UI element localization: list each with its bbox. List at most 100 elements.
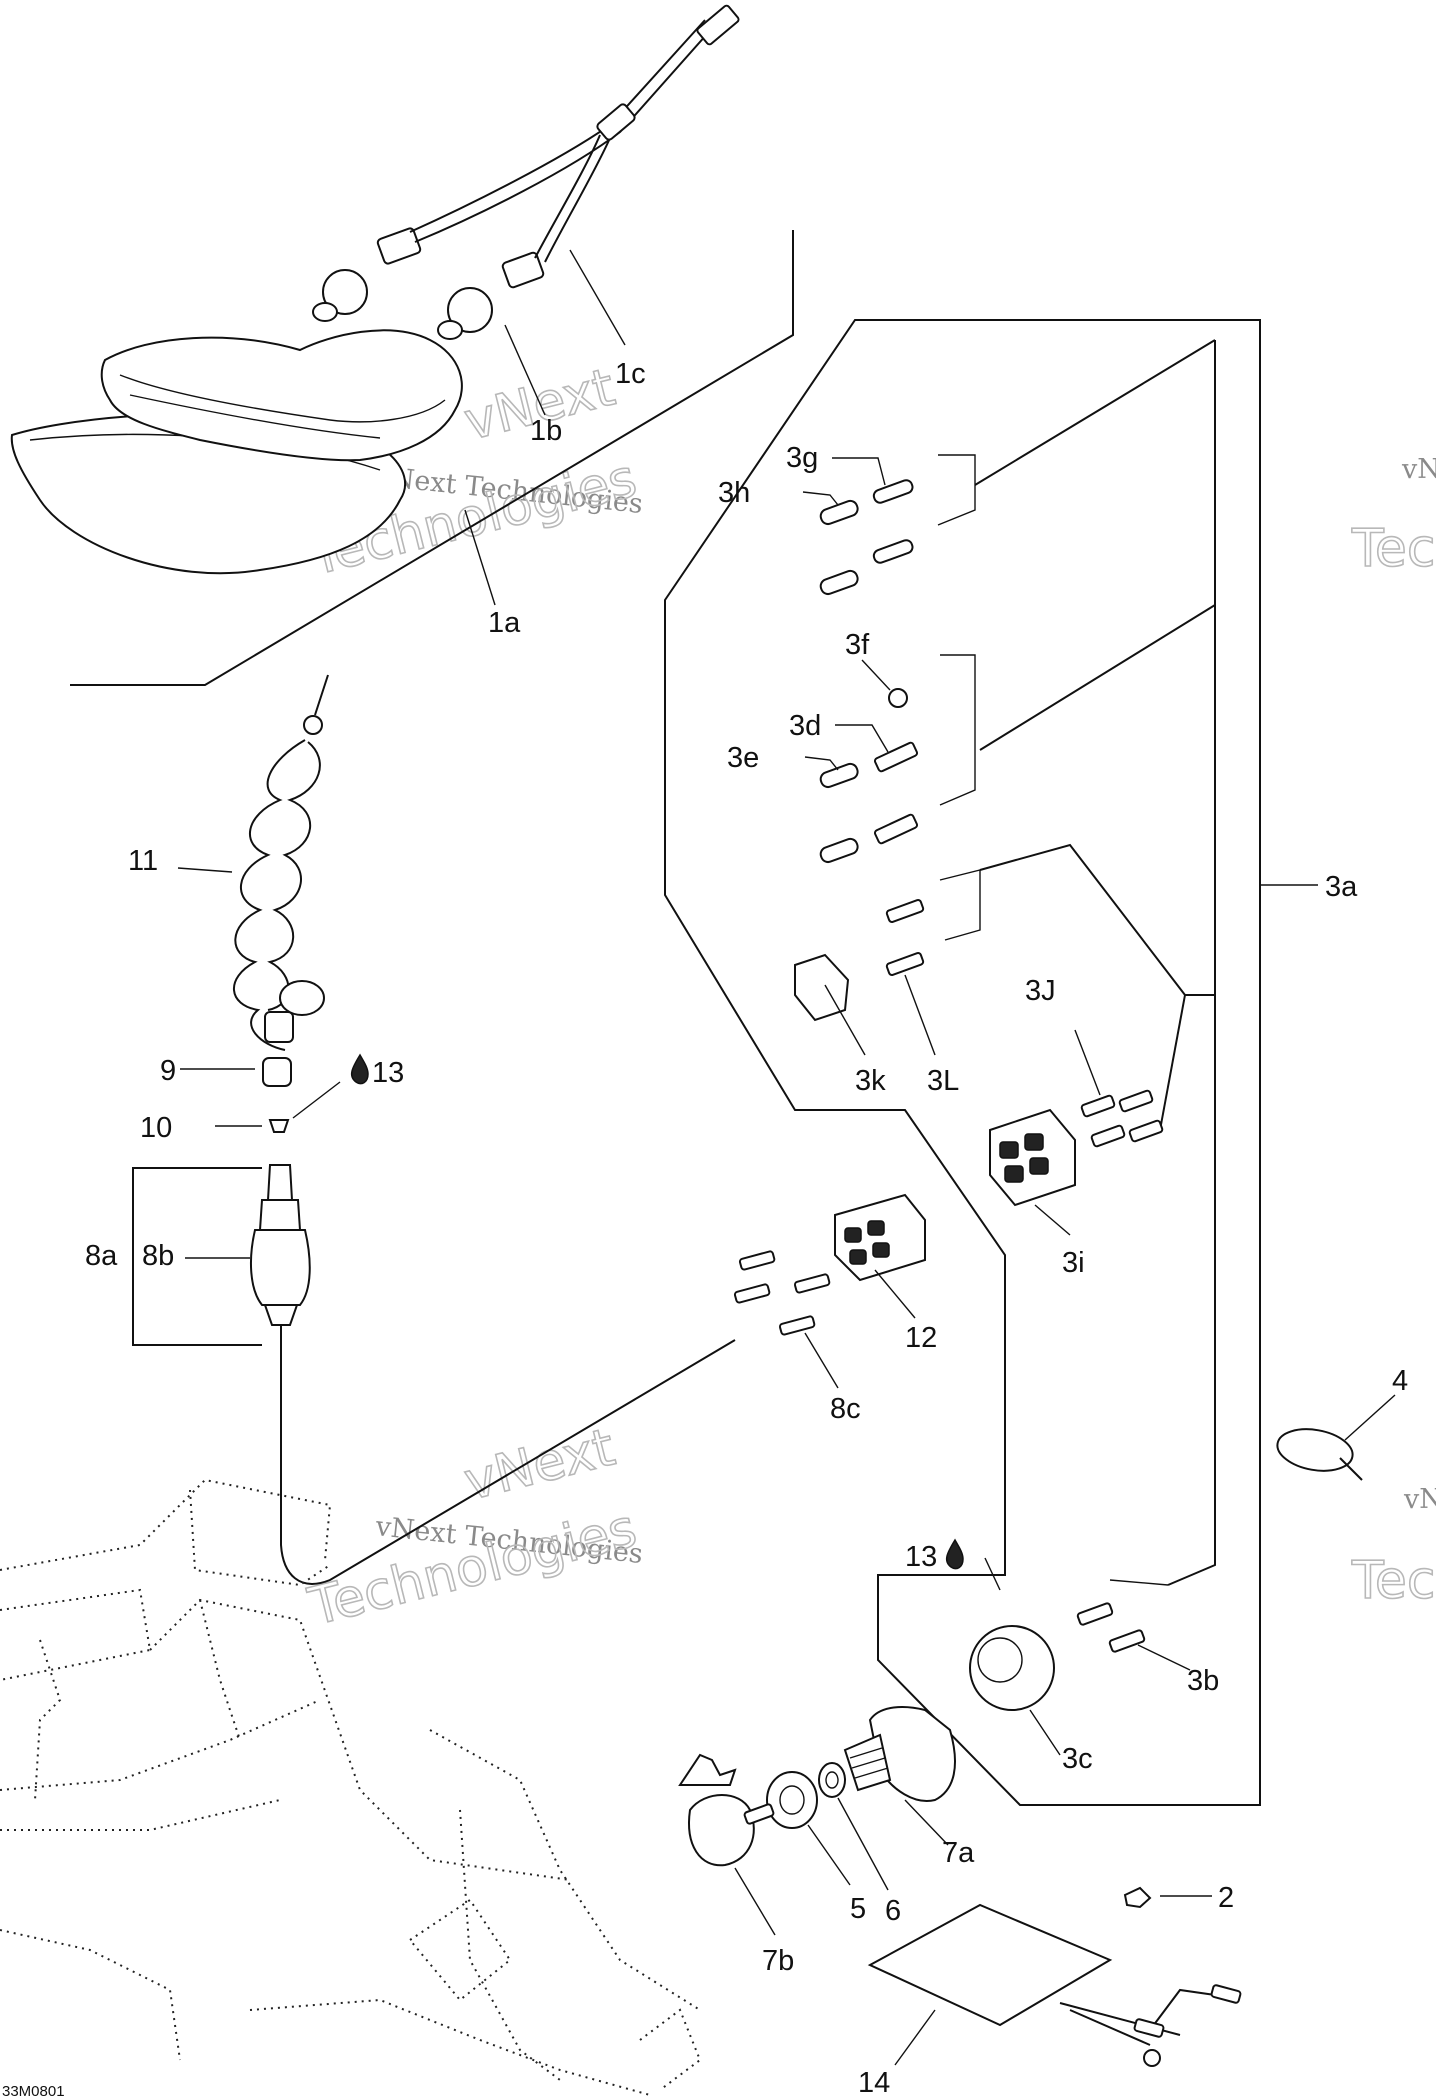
switch-8b-wire <box>280 1325 736 1585</box>
watermark-edge-top-1: vN <box>1401 454 1436 485</box>
callout-13-bottom: 13 <box>905 1541 937 1573</box>
ignition-key-7b-spare <box>678 1753 737 1786</box>
ignition-switch-7a-body <box>868 1706 956 1802</box>
headlamp-bulb-left-socket <box>322 269 368 315</box>
headlamp-bulb-left-glass <box>312 302 338 322</box>
terminal-3j-1 <box>1080 1094 1116 1118</box>
leader-1b <box>504 324 546 416</box>
leader-3i <box>1034 1204 1071 1236</box>
leader-13-bottom <box>984 1557 1001 1591</box>
harness-end-connector <box>696 4 740 46</box>
lanyard-coil <box>233 739 306 1051</box>
bracket-8a <box>132 1167 262 1346</box>
frame-outline-4 <box>34 1639 62 1801</box>
callout-1a: 1a <box>488 607 521 639</box>
tie-strap <box>1276 1394 1396 1481</box>
boot-5 <box>766 1771 818 1829</box>
callout-3h: 3h <box>718 477 750 509</box>
switch-8b-stem <box>266 1164 294 1201</box>
lanyard-tag <box>279 980 325 1016</box>
terminal-8c-3 <box>793 1273 831 1294</box>
switch-8b-boot <box>263 1304 299 1326</box>
switch-8b-nut <box>258 1199 302 1231</box>
kit-14-ring-terminal <box>1143 2049 1161 2067</box>
frame-outline-12 <box>0 1929 181 2061</box>
watermark-text-bottom-3: Technologies <box>303 1499 643 1638</box>
leader-7a <box>904 1799 949 1846</box>
callout-14: 14 <box>858 2067 890 2099</box>
leader-4 <box>1344 1394 1396 1441</box>
ignition-switch-assembly <box>678 1538 1001 1936</box>
callout-3b: 3b <box>1187 1665 1219 1697</box>
callout-7a: 7a <box>942 1837 975 1869</box>
callout-3k: 3k <box>855 1065 886 1097</box>
loctite-drop-icon-top <box>350 1053 369 1085</box>
terminal-3j-3 <box>1090 1124 1126 1148</box>
callout-9: 9 <box>160 1055 176 1087</box>
sleeve-3h-lower <box>819 569 859 596</box>
callout-11: 11 <box>128 845 158 877</box>
watermark-bottom: vNext vNext Technologies Technologies vN… <box>302 1417 1436 1639</box>
headlamp-group-bracket <box>70 230 794 686</box>
harness-kit-14 <box>867 1903 1242 2067</box>
headlamp-housing <box>100 329 463 462</box>
leader-1c <box>569 249 626 346</box>
frame-outline-8 <box>0 1799 281 1831</box>
frame-outline-2 <box>189 1489 331 1587</box>
callout-13-top: 13 <box>372 1057 404 1089</box>
connector-12-cavity-1 <box>844 1227 862 1243</box>
leader-6 <box>837 1797 889 1891</box>
terminal-3b-1 <box>1076 1602 1114 1626</box>
harness-connector-a <box>376 227 422 265</box>
connector-3i-cavity-3 <box>1004 1165 1024 1183</box>
leader-8c <box>804 1332 839 1389</box>
headlamp-bulb-right-socket <box>447 287 493 333</box>
callout-8a: 8a <box>85 1240 118 1272</box>
nut-6-hole <box>825 1771 839 1789</box>
sleeve-3e-upper <box>819 762 859 789</box>
kit-14-terminal-1 <box>1210 1984 1242 2004</box>
frame-outline-10 <box>459 1809 561 2081</box>
harness-trunk-wire <box>1167 340 1216 1586</box>
callout-2: 2 <box>1218 1882 1234 1914</box>
leader-3g <box>832 457 886 486</box>
callout-5: 5 <box>850 1893 866 1925</box>
connector-3i-cavity-2 <box>1024 1133 1044 1151</box>
tie-strap-loop <box>1276 1428 1354 1472</box>
terminal-3l-lower <box>885 952 925 976</box>
terminal-8c-1 <box>738 1250 776 1271</box>
harness-wire-3 <box>534 134 601 259</box>
callout-3a: 3a <box>1325 871 1358 903</box>
terminal-8c-4 <box>778 1315 816 1336</box>
callout-6: 6 <box>885 1895 901 1927</box>
callout-8c: 8c <box>830 1393 861 1425</box>
frame-outline-13 <box>639 2008 702 2091</box>
bracket-3b <box>1109 1579 1169 1586</box>
leader-3e <box>804 756 839 771</box>
headlamp-housing-edge <box>119 374 446 423</box>
harness-branch-3j <box>1159 994 1186 1131</box>
leader-3k <box>824 984 866 1056</box>
callout-4: 4 <box>1392 1365 1408 1397</box>
leader-7b <box>734 1867 776 1936</box>
callout-3c: 3c <box>1062 1743 1093 1775</box>
lanyard-coil-back <box>267 741 321 1011</box>
watermark-edge-bottom-2: Tec <box>1351 1551 1436 1611</box>
callout-1b: 1b <box>530 415 562 447</box>
connector-12-cavity-3 <box>849 1249 867 1265</box>
nut-6 <box>818 1762 846 1798</box>
callout-3l: 3L <box>927 1065 959 1097</box>
connector-3i-cavity-1 <box>999 1141 1019 1159</box>
ring-terminal-3f <box>888 688 908 708</box>
connector-12-cavity-2 <box>867 1220 885 1236</box>
callout-1c: 1c <box>615 358 646 390</box>
tie-strap-tail <box>1339 1457 1363 1481</box>
terminal-3j-2 <box>1118 1089 1154 1113</box>
leader-5 <box>807 1824 851 1886</box>
sleeve-3h-upper <box>819 499 859 526</box>
leader-3f <box>861 659 891 691</box>
watermark-edge-bottom-1: vN <box>1403 1484 1436 1515</box>
callout-3f: 3f <box>845 629 870 661</box>
ignition-switch-7a-thread <box>849 1747 889 1779</box>
